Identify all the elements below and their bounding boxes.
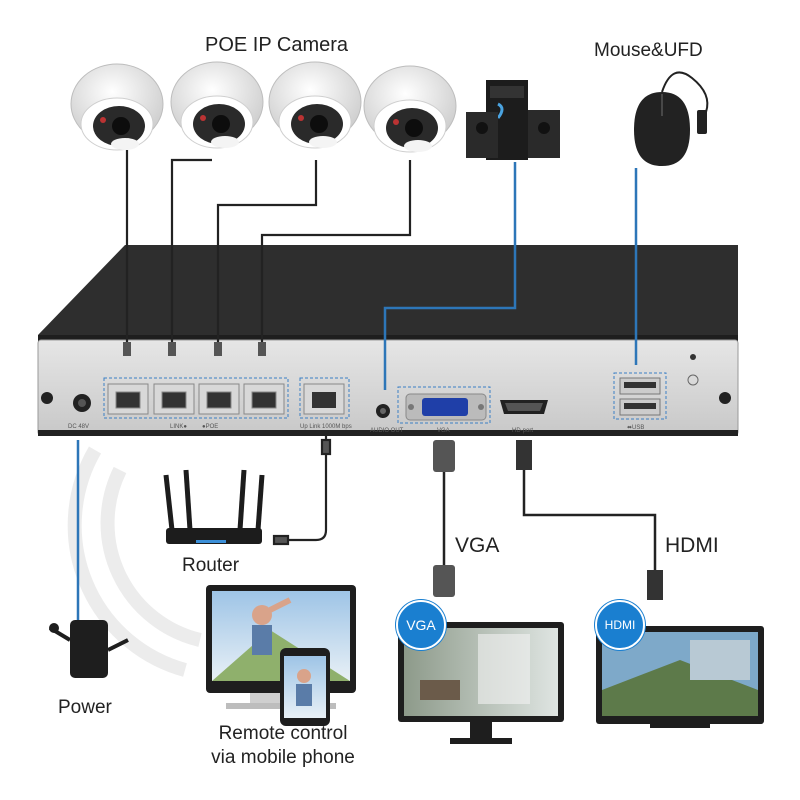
camera-3: [268, 61, 362, 149]
port-label-dc: DC 48V: [68, 424, 90, 430]
audio-port: [376, 404, 390, 418]
label-poe-ip-camera: POE IP Camera: [205, 34, 349, 56]
camera-2: [170, 61, 264, 149]
router-icon: [163, 469, 265, 544]
label-mouse-ufd: Mouse&UFD: [594, 40, 703, 61]
port-label-poe: ●POE: [202, 424, 219, 430]
port-label-audio: AUDIO OUT: [370, 428, 404, 434]
poe-ports: [107, 383, 285, 415]
nvr-recorder: [37, 245, 739, 436]
camera-4: [363, 65, 457, 153]
wifi-waves-icon: [67, 446, 202, 677]
speaker-icon: [466, 80, 560, 160]
hdmi-port: [500, 400, 548, 414]
camera-cables: [125, 150, 412, 345]
vga-cable: [433, 440, 455, 597]
label-remote-control: Remote control via mobile phone: [211, 723, 355, 768]
uplink-cable: [272, 435, 332, 546]
camera-1: [70, 63, 164, 151]
power-supply-icon: [48, 440, 129, 678]
cable-plugs: [123, 342, 266, 356]
port-label-uplink: Up Link 1000M bps: [300, 424, 352, 430]
hdmi-badge: HDMI: [595, 600, 645, 650]
label-router: Router: [182, 555, 240, 576]
hdmi-cable: [516, 440, 663, 600]
mobile-phone: [280, 648, 330, 726]
label-hdmi: HDMI: [665, 534, 719, 557]
port-label-hdmi: HD-port: [512, 428, 534, 434]
uplink-port: [299, 377, 350, 419]
label-vga: VGA: [455, 534, 500, 557]
audio-cable: [383, 162, 517, 390]
vga-badge: VGA: [396, 600, 446, 650]
mouse-icon: [634, 71, 709, 166]
port-label-usb: ⬌USB: [627, 425, 645, 431]
usb-ports: [613, 372, 667, 420]
port-label-vga: VGA: [437, 428, 450, 434]
hdmi-tv: [596, 626, 764, 728]
port-label-link: LINK●: [170, 424, 187, 430]
label-power: Power: [58, 697, 112, 718]
vga-port: [397, 386, 491, 424]
